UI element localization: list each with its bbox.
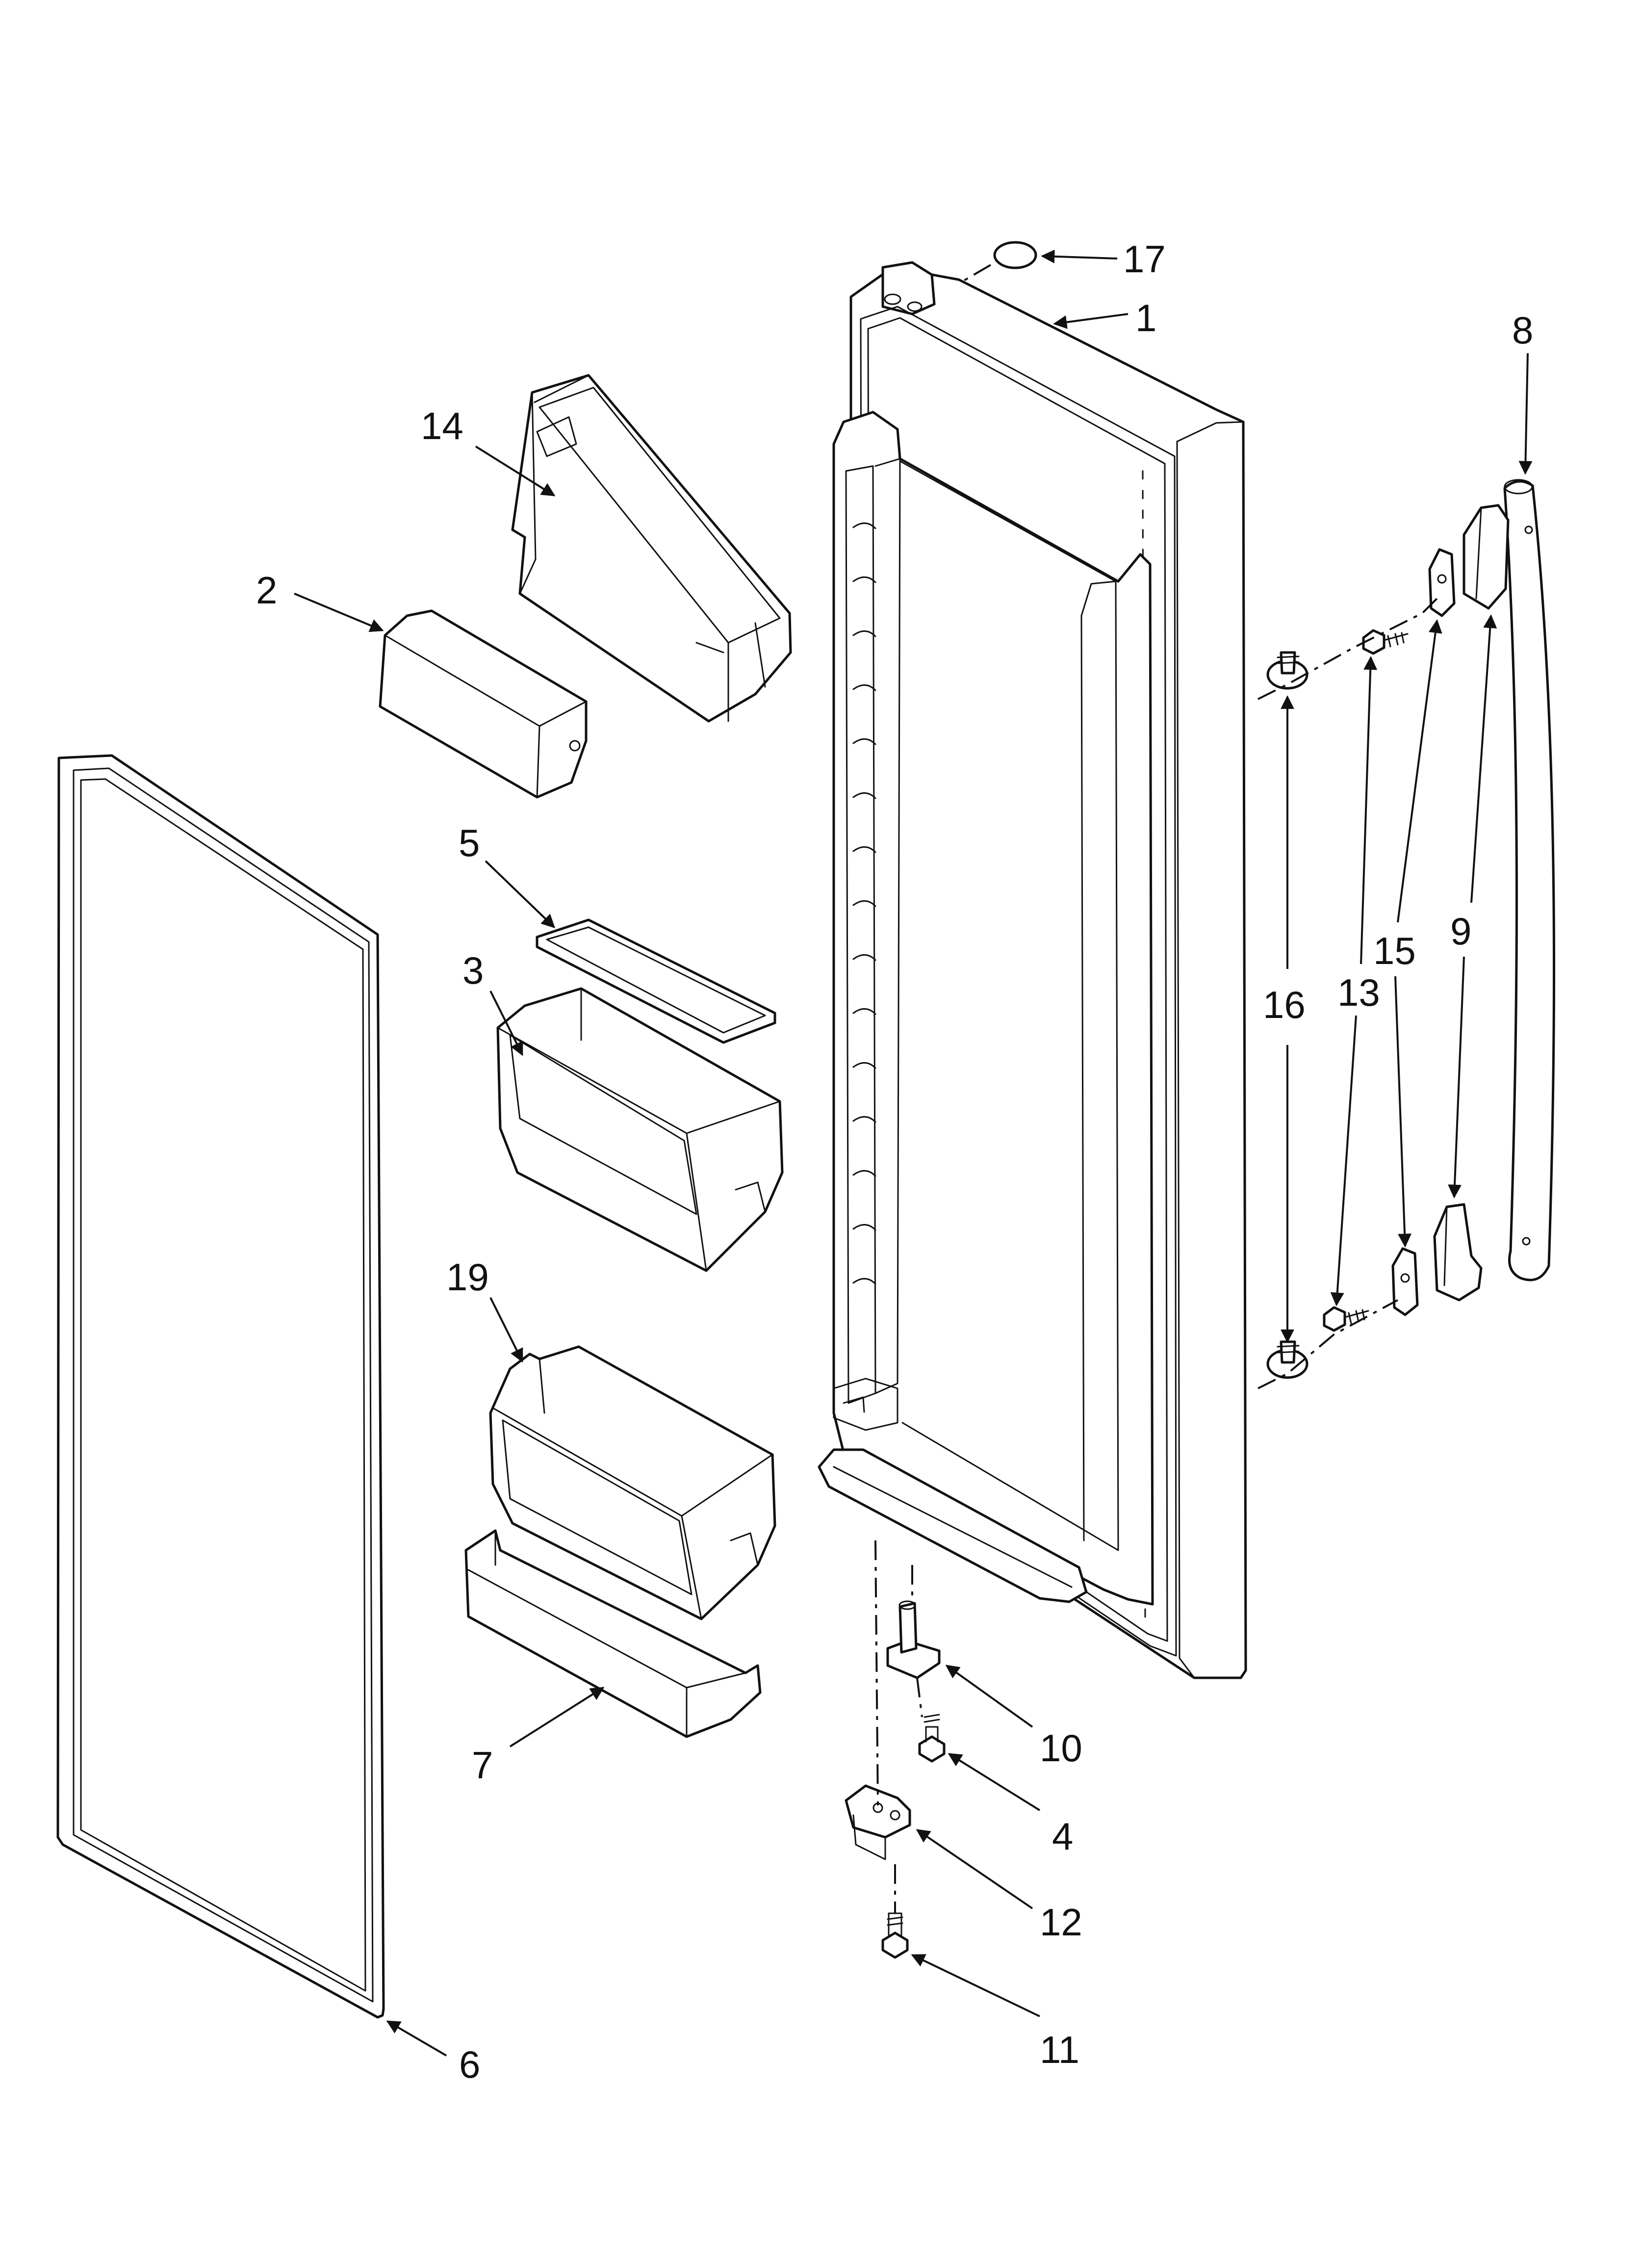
- handle-clip-top: [1428, 548, 1456, 617]
- utility-compartment: [511, 374, 792, 723]
- callout-8: 8: [1512, 309, 1533, 352]
- door-bin-lower: [489, 1345, 776, 1620]
- handle-stud-bottom: [1266, 1340, 1308, 1379]
- callout-2: 2: [256, 569, 277, 612]
- callout-9: 9: [1450, 910, 1471, 953]
- handle-screw-bottom: [1323, 1306, 1369, 1332]
- callout-11: 11: [1040, 2028, 1079, 2071]
- leader-9b: [1448, 956, 1465, 1199]
- leader-1: [1053, 313, 1129, 329]
- callout-1: 1: [1135, 296, 1156, 339]
- callout-14: 14: [421, 404, 463, 447]
- door-handle: [1503, 479, 1556, 1281]
- refrigerator-door: [818, 261, 1247, 1679]
- leader-14: [475, 445, 556, 496]
- handle-screw-top: [1362, 629, 1409, 655]
- callout-7: 7: [472, 1744, 493, 1787]
- callout-19: 19: [446, 1255, 489, 1299]
- leader-15b: [1394, 976, 1412, 1248]
- callout-3: 3: [462, 949, 484, 992]
- leader-9: [1470, 614, 1497, 903]
- callout-leader-lines: [294, 249, 1533, 2057]
- hinge-hole-plug: [993, 241, 1037, 269]
- leader-6: [386, 2020, 447, 2057]
- hinge-screw-upper: [918, 1714, 946, 1763]
- callout-6: 6: [459, 2043, 480, 2086]
- leader-15: [1397, 619, 1442, 923]
- callout-labels: 17 1 8 14 2 5 3 19 7 6 16 13 15 9 10 4 1…: [256, 237, 1533, 2086]
- callout-17: 17: [1123, 237, 1166, 281]
- handle-clip-bottom: [1391, 1247, 1419, 1316]
- leader-13b: [1330, 1015, 1357, 1306]
- lower-hinge-bracket: [845, 1784, 911, 1860]
- callout-15: 15: [1373, 929, 1416, 972]
- leader-7: [509, 1687, 605, 1747]
- leader-17: [1041, 249, 1118, 263]
- callout-13: 13: [1337, 971, 1380, 1014]
- leader-10: [945, 1665, 1033, 1728]
- callout-16: 16: [1263, 983, 1306, 1026]
- hinge-screw-lower: [881, 1912, 909, 1959]
- door-shelf-bumps: [852, 522, 876, 1285]
- callout-5: 5: [459, 821, 480, 864]
- callout-12: 12: [1040, 1901, 1082, 1944]
- callout-10: 10: [1040, 1726, 1082, 1770]
- dairy-bin: [464, 1529, 762, 1738]
- bin-shelf-insert: [536, 918, 776, 1044]
- door-bin-upper: [496, 987, 784, 1272]
- handle-mount-cap-top: [1462, 504, 1510, 610]
- handle-stud-top: [1266, 651, 1308, 690]
- leader-3: [489, 991, 523, 1056]
- leader-12: [916, 1829, 1033, 1909]
- leader-19: [489, 1297, 523, 1363]
- assembly-center-lines: [874, 264, 1438, 1913]
- door-gasket: [56, 754, 385, 2019]
- leader-8: [1518, 353, 1533, 475]
- leader-2: [294, 593, 384, 632]
- leader-5: [485, 860, 556, 928]
- leader-4: [948, 1753, 1041, 1811]
- leader-13: [1360, 656, 1378, 965]
- handle-mount-cap-bottom: [1433, 1203, 1483, 1302]
- callout-4: 4: [1052, 1815, 1073, 1858]
- leader-11: [911, 1954, 1040, 2017]
- utility-compartment-cover: [379, 609, 588, 799]
- hinge-pin-bushing: [886, 1600, 941, 1679]
